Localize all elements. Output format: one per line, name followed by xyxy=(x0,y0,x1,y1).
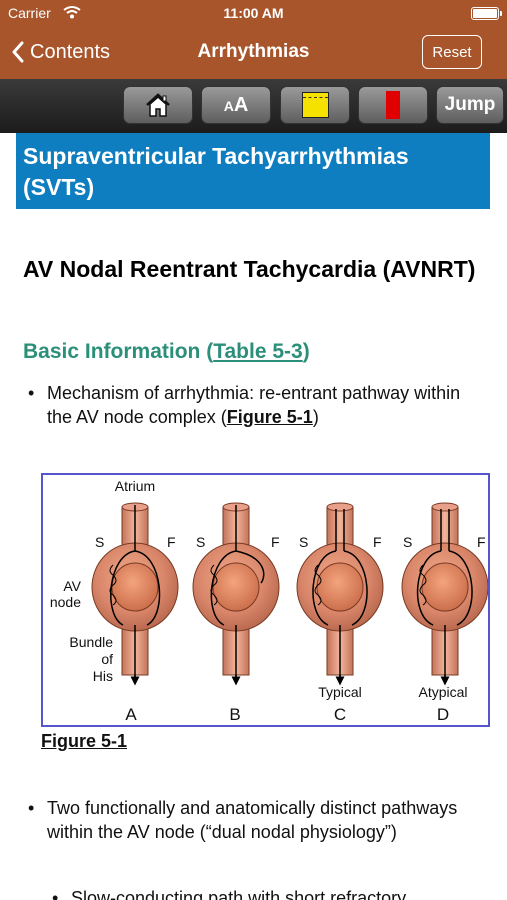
subheading-close: ) xyxy=(302,340,310,363)
panel-label-b: B xyxy=(229,705,240,724)
figure-caption[interactable]: Figure 5-1 xyxy=(41,731,128,751)
list-item: • Two functionally and anatomically dist… xyxy=(28,796,468,870)
figure-image[interactable]: Atrium S F S F S F S F AV node Bundle of… xyxy=(41,473,490,727)
highlight-button[interactable] xyxy=(280,86,350,124)
label-typical: Typical xyxy=(318,684,362,700)
bullet-icon: • xyxy=(28,383,35,403)
label-node: node xyxy=(50,594,81,610)
back-button[interactable]: Contents xyxy=(12,38,110,66)
panel-label-a: A xyxy=(125,705,137,724)
topic-heading: AV Nodal Reentrant Tachycardia (AVNRT) xyxy=(23,256,476,282)
content-area[interactable]: Supraventricular Tachyarrhythmias (SVTs)… xyxy=(0,133,507,900)
table-link[interactable]: Table 5-3 xyxy=(213,340,303,363)
label-of: of xyxy=(101,651,113,667)
subheading-text: Basic Information ( xyxy=(23,340,214,363)
label-f-d: F xyxy=(477,534,486,550)
home-icon xyxy=(146,93,170,117)
wifi-icon xyxy=(63,5,81,24)
bullet-text: Two functionally and anatomically distin… xyxy=(47,798,458,842)
label-f-a: F xyxy=(167,534,176,550)
label-av: AV xyxy=(63,578,81,594)
status-bar: Carrier 11:00 AM xyxy=(0,0,507,28)
bullet-close: ) xyxy=(312,407,319,427)
font-size-button[interactable]: AA xyxy=(201,86,271,124)
label-his: His xyxy=(93,668,113,684)
carrier-label: Carrier xyxy=(8,5,51,21)
bullet-icon: • xyxy=(28,798,35,818)
chevron-left-icon xyxy=(12,41,24,63)
toolbar: AA Jump xyxy=(0,79,507,133)
label-atypical: Atypical xyxy=(418,684,467,700)
bullet-text: Slow-conducting path with short refracto… xyxy=(71,888,407,900)
bookmark-button[interactable] xyxy=(358,86,428,124)
label-s-a: S xyxy=(95,534,104,550)
label-s-c: S xyxy=(299,534,308,550)
home-button[interactable] xyxy=(123,86,193,124)
top-bar: Carrier 11:00 AM Contents Arrhythmias Re… xyxy=(0,0,507,79)
font-size-icon: AA xyxy=(223,93,249,116)
subheading: Basic Information (Table 5-3) xyxy=(23,340,310,364)
back-label: Contents xyxy=(30,40,111,63)
label-f-b: F xyxy=(271,534,280,550)
highlighter-icon xyxy=(301,92,329,118)
label-s-d: S xyxy=(403,534,412,550)
av-node-diagram-c xyxy=(296,502,384,686)
label-s-b: S xyxy=(196,534,205,550)
av-node-diagram-d xyxy=(401,502,488,686)
jump-button[interactable]: Jump xyxy=(436,86,504,124)
status-time: 11:00 AM xyxy=(223,5,284,21)
reset-button[interactable]: Reset xyxy=(422,35,482,69)
label-f-c: F xyxy=(373,534,382,550)
battery-icon xyxy=(471,7,502,20)
panel-label-d: D xyxy=(437,705,449,724)
av-node-diagram-a xyxy=(91,502,179,686)
section-banner: Supraventricular Tachyarrhythmias (SVTs) xyxy=(16,133,490,209)
panel-label-c: C xyxy=(334,705,346,724)
bullet-text: Mechanism of arrhythmia: re-entrant path… xyxy=(47,383,461,427)
bookmark-icon xyxy=(386,91,400,119)
figure-link[interactable]: Figure 5-1 xyxy=(226,407,313,427)
bullet-icon: • xyxy=(52,888,59,900)
list-item: • Mechanism of arrhythmia: re-entrant pa… xyxy=(28,381,468,431)
label-bundle: Bundle xyxy=(69,634,113,650)
av-node-diagram-b xyxy=(192,502,280,686)
list-item: • Slow-conducting path with short refrac… xyxy=(52,886,492,900)
label-atrium: Atrium xyxy=(115,478,155,494)
